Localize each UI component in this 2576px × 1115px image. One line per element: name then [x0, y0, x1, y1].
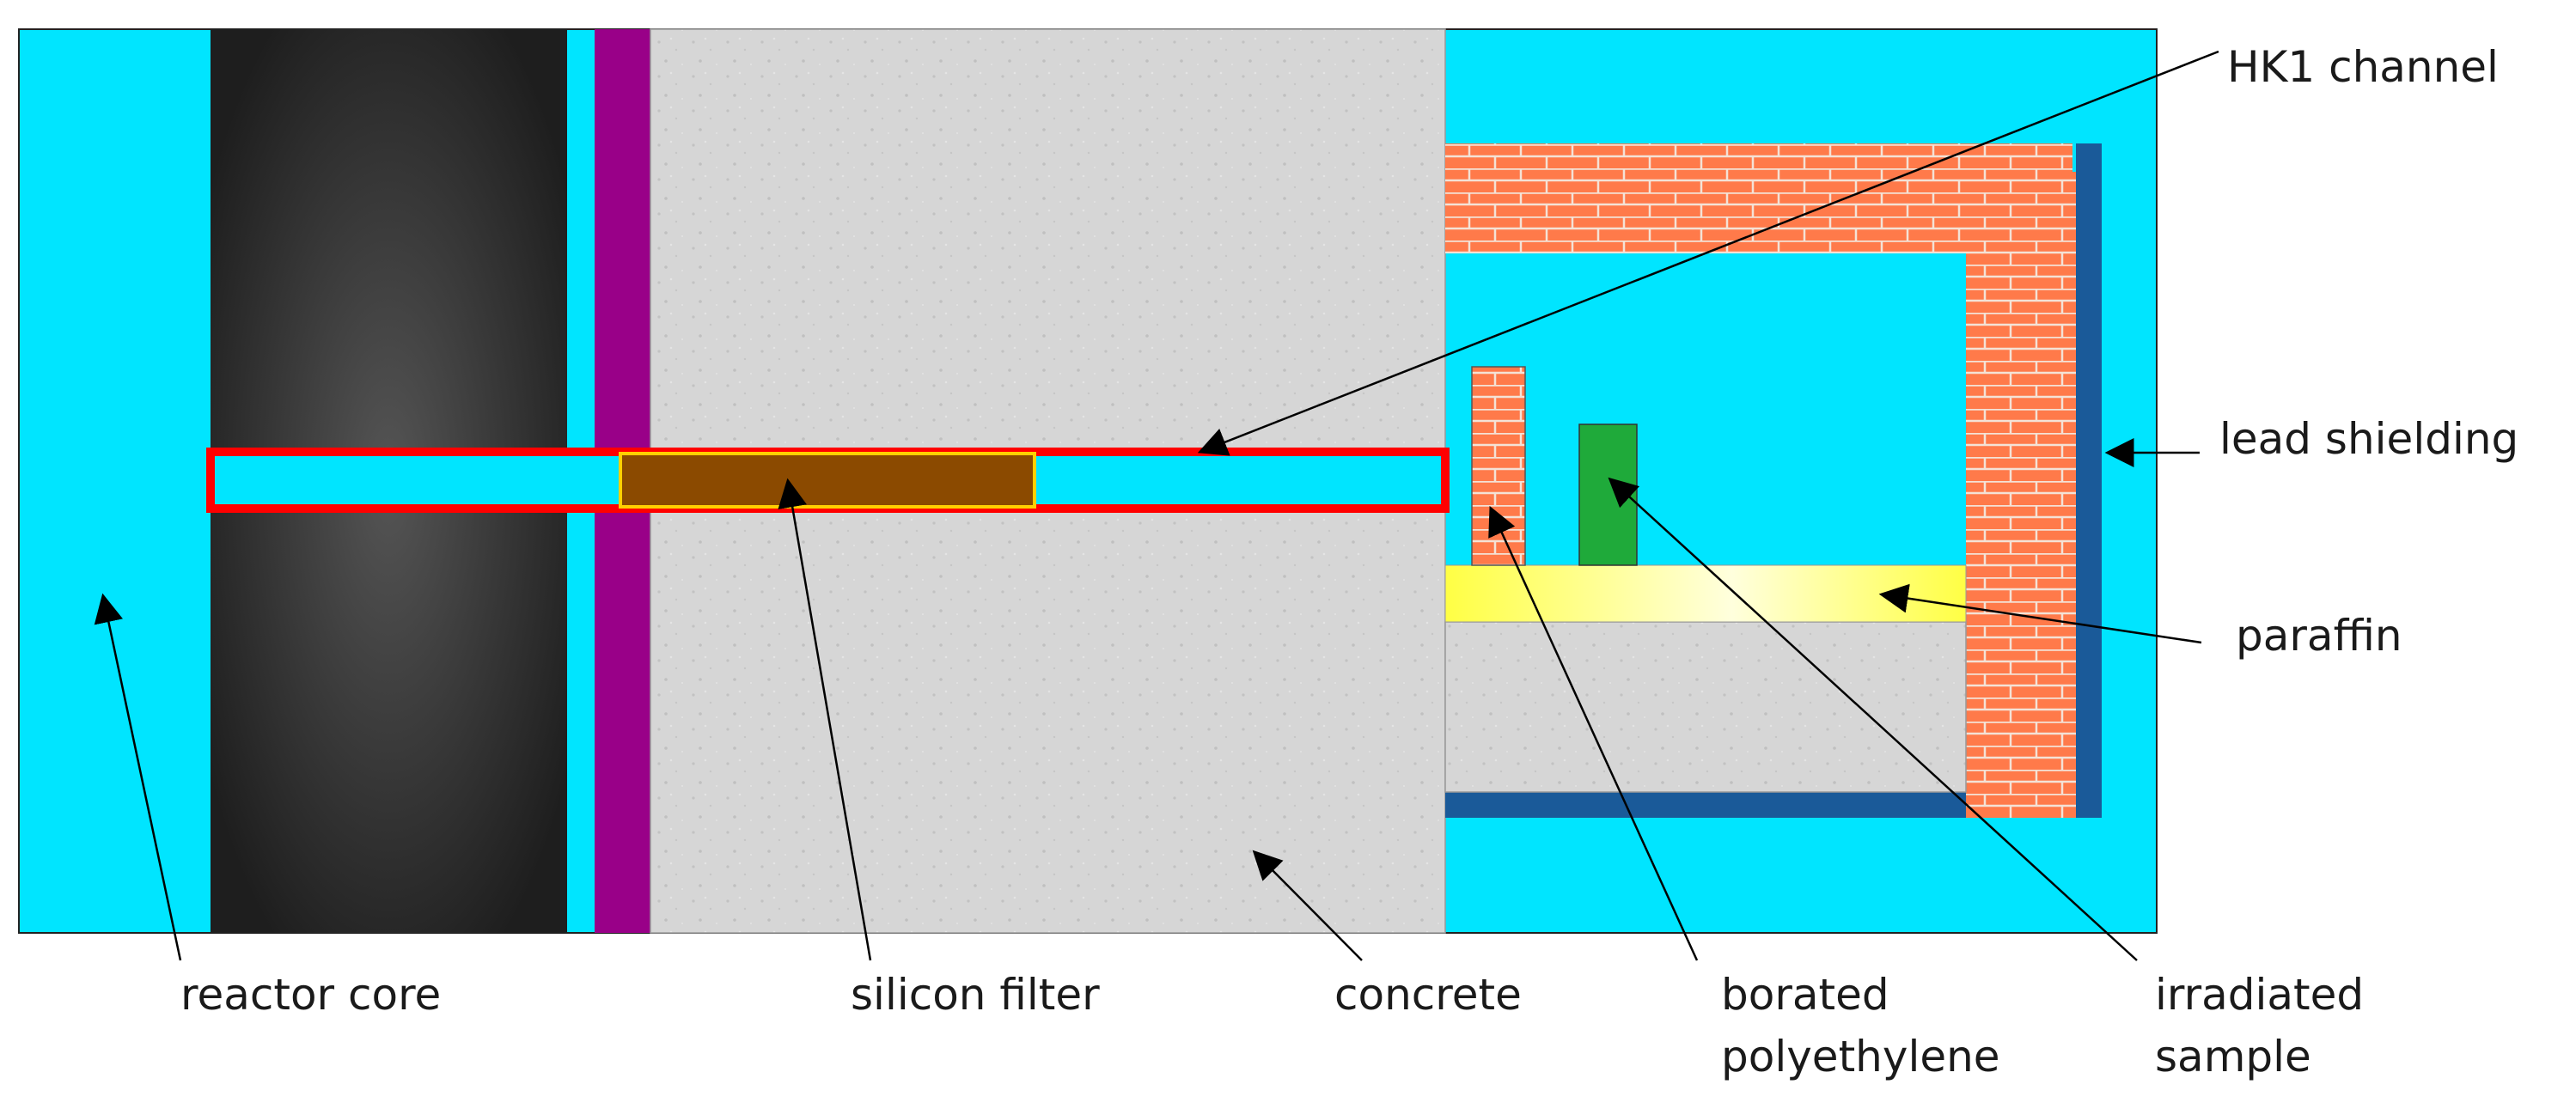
arrow-borated-polyethylene	[1488, 505, 1699, 961]
lead-shield-bottom	[1445, 792, 1966, 818]
arrow-concrete	[1252, 850, 1363, 961]
label-borated-line2: polyethylene	[1721, 1032, 2000, 1081]
lead-shield-right	[2076, 143, 2102, 818]
silicon-filter-block	[619, 452, 1036, 509]
paraffin-layer	[1444, 564, 1967, 623]
borated-polyethylene-block	[1471, 366, 1526, 566]
arrow-irradiated-sample	[1608, 477, 2138, 961]
label-irradiated-line2: sample	[2155, 1032, 2311, 1081]
label-irradiated-line1: irradiated	[2155, 970, 2364, 1020]
right-brick-shield	[1966, 172, 2076, 818]
arrow-silicon-filter	[778, 478, 872, 961]
label-paraffin: paraffin	[2236, 611, 2402, 661]
arrow-paraffin	[1878, 583, 2202, 644]
label-hk1-channel: HK1 channel	[2227, 42, 2499, 92]
label-reactor-core: reactor core	[180, 970, 441, 1020]
label-borated-line1: borated	[1721, 970, 1889, 1020]
arrow-hk1-channel	[1197, 50, 2219, 456]
label-silicon-filter: silicon filter	[851, 970, 1100, 1020]
concrete-floor	[1444, 621, 1967, 793]
label-lead-shielding: lead shielding	[2219, 414, 2518, 464]
label-concrete: concrete	[1334, 970, 1522, 1020]
arrow-reactor-core	[94, 593, 182, 961]
